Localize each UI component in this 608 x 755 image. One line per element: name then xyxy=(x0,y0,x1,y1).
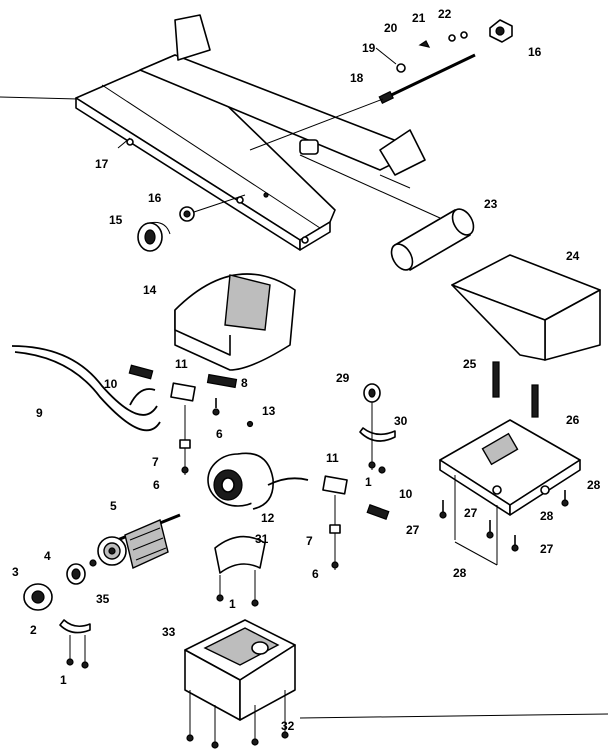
callout-33: 33 xyxy=(162,625,176,639)
callout-29: 29 xyxy=(336,371,350,385)
callout-35: 35 xyxy=(96,592,110,606)
callout-32: 32 xyxy=(281,719,295,733)
platen-base-table xyxy=(75,14,426,251)
callout-1-left: 1 xyxy=(60,673,67,687)
callout-18: 18 xyxy=(350,71,364,85)
callout-15: 15 xyxy=(109,213,123,227)
bottom-edge-leader xyxy=(299,713,608,719)
cooling-fan xyxy=(89,536,127,567)
left-edge-leader xyxy=(0,96,79,100)
switch-bracket xyxy=(206,373,238,416)
callout-17: 17 xyxy=(95,157,109,171)
callout-6-right: 6 xyxy=(312,567,319,581)
callout-31: 31 xyxy=(255,532,269,546)
callout-16-left: 16 xyxy=(148,191,162,205)
callout-7-right: 7 xyxy=(306,534,313,548)
callout-27-right: 27 xyxy=(540,542,554,556)
plate-screws xyxy=(439,475,569,566)
callout-7-left: 7 xyxy=(152,455,159,469)
callout-30: 30 xyxy=(394,414,408,428)
callout-26: 26 xyxy=(566,413,580,427)
switch-screws-left xyxy=(179,405,191,475)
callout-1-right: 1 xyxy=(365,475,372,489)
motor-pulley xyxy=(23,583,53,611)
callout-28-right: 28 xyxy=(587,478,601,492)
end-nut-top xyxy=(489,19,513,43)
callout-24: 24 xyxy=(566,249,580,263)
callout-13: 13 xyxy=(262,404,276,418)
callout-28-bottom: 28 xyxy=(453,566,467,580)
callout-14: 14 xyxy=(143,283,157,297)
callout-1-mid: 1 xyxy=(229,597,236,611)
motor-base-housing xyxy=(184,619,296,749)
callout-21: 21 xyxy=(412,11,426,25)
callout-11-left: 11 xyxy=(175,357,188,371)
callout-16-top: 16 xyxy=(528,45,542,59)
bearing-left xyxy=(66,563,86,585)
callout-22: 22 xyxy=(438,7,452,21)
shaft-assembly xyxy=(249,31,476,151)
callout-6-left: 6 xyxy=(153,478,160,492)
callout-9: 9 xyxy=(36,406,43,420)
terminal-block-right xyxy=(322,475,390,570)
callout-27-mid: 27 xyxy=(464,506,478,520)
motor-clamp-bottom xyxy=(214,535,266,607)
motor-housing xyxy=(207,452,309,510)
belt-guard xyxy=(174,273,296,371)
callout-23: 23 xyxy=(484,197,498,211)
callout-6-mid: 6 xyxy=(216,427,223,441)
drive-pulley-left xyxy=(137,194,246,252)
callout-8: 8 xyxy=(241,376,248,390)
callout-25: 25 xyxy=(463,357,477,371)
mounting-bracket-plate xyxy=(439,419,581,516)
callout-11-right: 11 xyxy=(326,451,339,465)
callout-19: 19 xyxy=(362,41,376,55)
small-screw xyxy=(246,420,254,428)
callout-3: 3 xyxy=(12,565,19,579)
callout-12: 12 xyxy=(261,511,275,525)
callout-2: 2 xyxy=(30,623,37,637)
bearing-clamp-right xyxy=(359,383,396,474)
callout-28-mid: 28 xyxy=(540,509,554,523)
armature xyxy=(104,513,181,569)
callout-5: 5 xyxy=(110,499,117,513)
callout-10-right: 10 xyxy=(399,487,413,501)
feed-roller xyxy=(299,154,475,271)
callout-10-left: 10 xyxy=(104,377,118,391)
bearing-clamp-left xyxy=(59,619,91,669)
callout-20: 20 xyxy=(384,21,398,35)
chip-hood xyxy=(451,254,601,361)
callout-27-left: 27 xyxy=(406,523,420,537)
support-springs xyxy=(492,361,539,418)
power-cord xyxy=(11,345,196,432)
callout-4: 4 xyxy=(44,549,51,563)
